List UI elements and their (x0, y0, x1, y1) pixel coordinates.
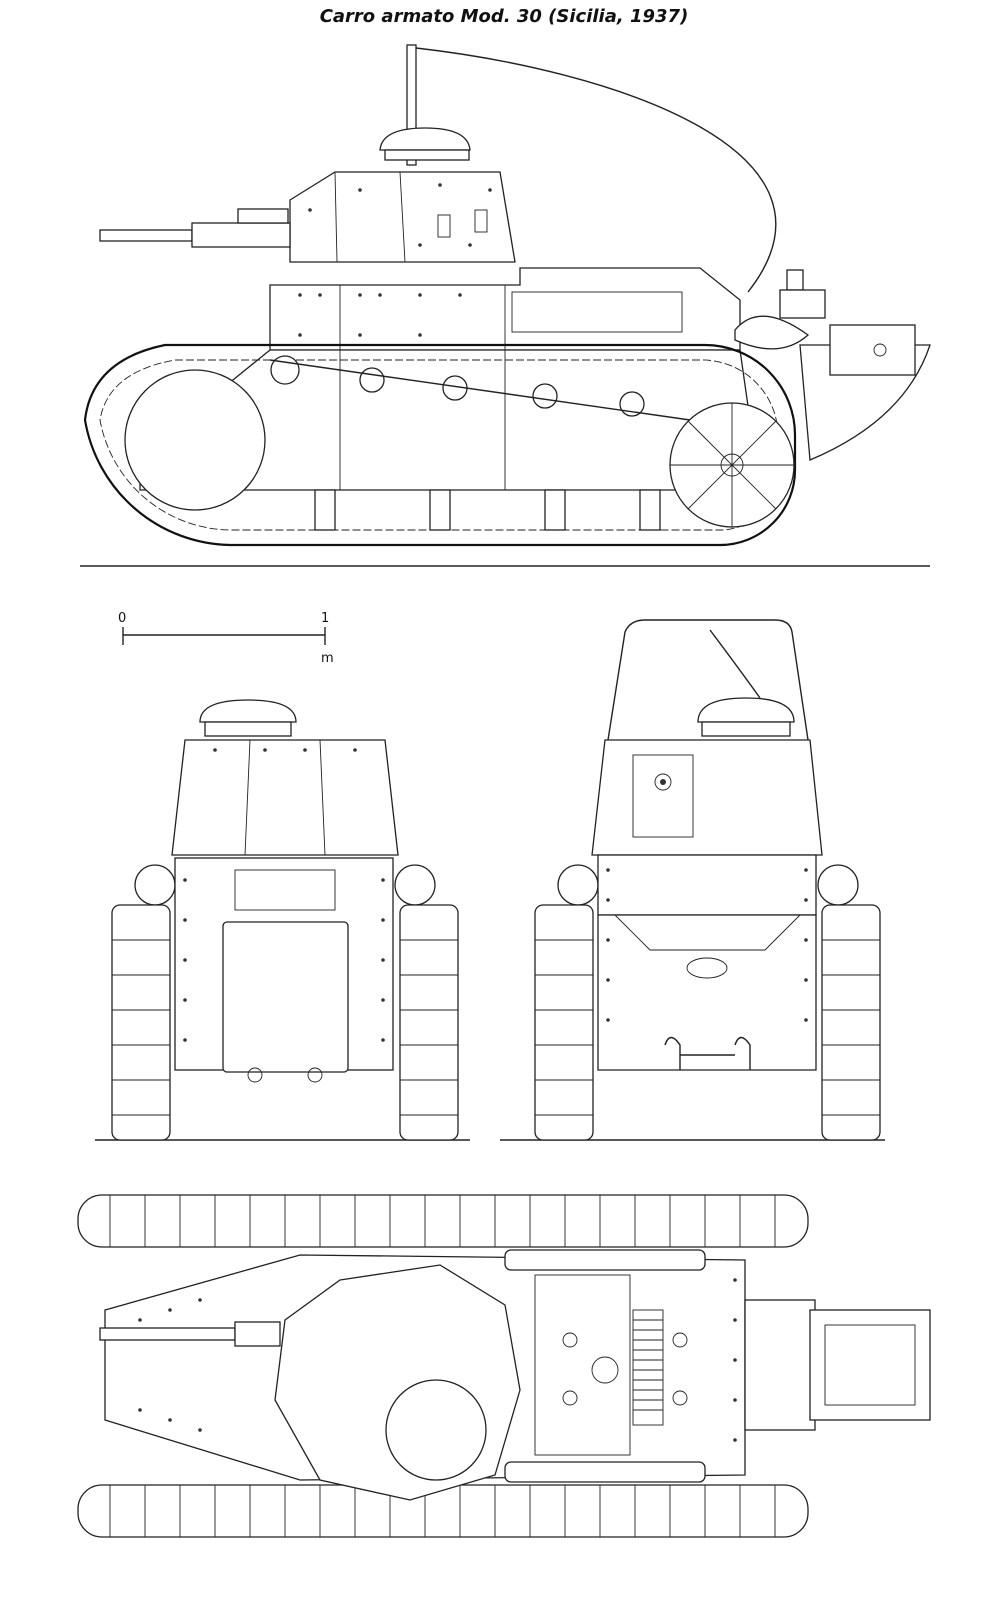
rear-turret (591, 739, 823, 856)
rear-hull-upper (597, 854, 817, 916)
side-idler-wheel (124, 369, 266, 511)
rear-track-right (821, 904, 881, 1141)
top-view (77, 1194, 931, 1538)
front-cupola (199, 699, 297, 723)
side-view (80, 44, 931, 567)
scale-start-label: 0 (118, 611, 126, 626)
scale-bar: 0 1 m (118, 611, 334, 666)
rear-maker-badge (686, 957, 728, 979)
front-headlight-left (134, 864, 176, 906)
rear-track-left (534, 904, 594, 1141)
rear-hull-lower (597, 914, 817, 1071)
scale-end-label: 1 (321, 611, 329, 626)
side-track-outline (83, 343, 797, 547)
side-rivets (298, 183, 492, 337)
side-gun-barrel (99, 229, 193, 242)
side-gun-mantlet (191, 222, 291, 248)
drawing-title: Carro armato Mod. 30 (Sicilia, 1937) (319, 6, 689, 27)
rear-light-left (557, 864, 599, 906)
rear-light-right (817, 864, 859, 906)
front-hatch (222, 921, 349, 1073)
front-view (95, 699, 470, 1141)
antenna-wire (415, 47, 777, 293)
top-cupola (385, 1379, 487, 1481)
side-tail-box (829, 324, 916, 376)
scale-unit-label: m (321, 651, 334, 666)
rear-cupola (697, 697, 795, 723)
top-track-lower (77, 1484, 809, 1538)
top-track-upper (77, 1194, 809, 1248)
front-track-left (111, 904, 171, 1141)
rear-view (500, 619, 885, 1141)
rear-antenna-frame (607, 619, 809, 741)
front-track-right (399, 904, 459, 1141)
side-suspension-bogies (314, 489, 661, 531)
top-turret (274, 1264, 521, 1501)
top-tail-box (809, 1309, 931, 1421)
side-cupola (379, 127, 471, 151)
front-headlight-right (394, 864, 436, 906)
front-turret (171, 739, 399, 856)
antenna-mast (406, 44, 417, 166)
side-track-links (99, 359, 779, 531)
top-gun-barrel (99, 1327, 236, 1341)
top-engine-grille (632, 1309, 664, 1426)
